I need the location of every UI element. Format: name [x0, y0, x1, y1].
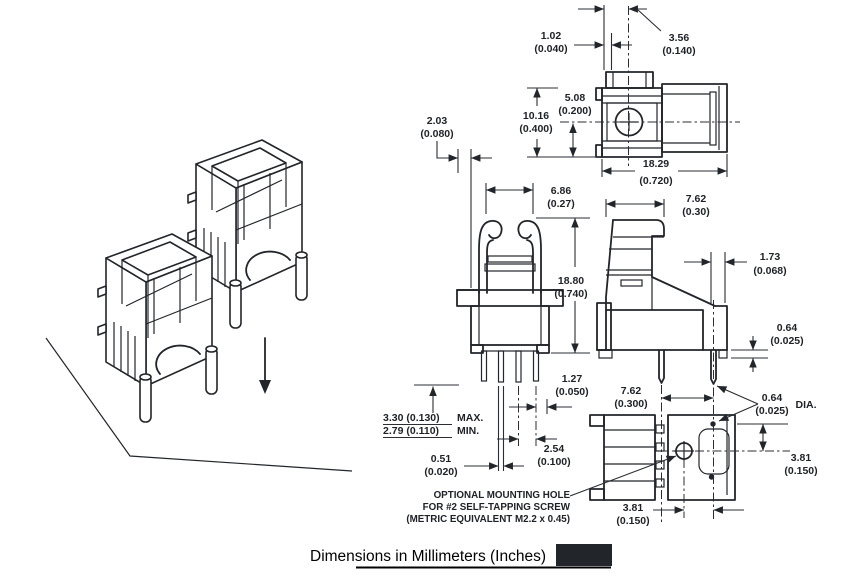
- dim-1-73-mm: 1.73: [760, 251, 781, 263]
- dim-pin-max: 3.30 (0.130): [383, 412, 440, 424]
- dim-0-64-dia-in: (0.025): [755, 405, 788, 417]
- top-view-dimensions: [527, 5, 728, 177]
- insertion-arrow: [259, 337, 271, 394]
- dim-7-62-side-mm: 7.62: [686, 193, 707, 205]
- side-view-outline: [596, 219, 728, 385]
- dim-18-80-in: (0.740): [554, 288, 587, 300]
- dim-0-64-standoff-mm: 0.64: [777, 322, 798, 334]
- front-view-dimensions: [383, 141, 590, 471]
- side-view-dimensions: [605, 199, 768, 522]
- dim-5-08-in: (0.200): [558, 105, 591, 117]
- dim-0-51-mm: 0.51: [431, 453, 452, 465]
- redaction-box: [556, 544, 612, 566]
- board-corner-lines: [45, 337, 353, 472]
- dim-18-29-mm: 18.29: [643, 158, 669, 170]
- mounting-hole-leader: [569, 455, 677, 497]
- dim-pin-min-label: MIN.: [457, 425, 479, 437]
- dim-0-64-dia-mm: 0.64: [762, 392, 783, 404]
- dim-6-86-in: (0.27): [547, 198, 574, 210]
- dim-5-08-mm: 5.08: [565, 92, 586, 104]
- dim-3-56-mm: 3.56: [669, 32, 690, 44]
- dim-7-62-bottom-mm: 7.62: [621, 385, 642, 397]
- dim-7-62-bottom-in: (0.300): [614, 398, 647, 410]
- side-view: 7.62 (0.30) 1.73 (0.068) 0.64 (0.025) 0.…: [596, 193, 817, 522]
- dim-2-54-in: (0.100): [537, 456, 570, 468]
- caption-block: Dimensions in Millimeters (Inches): [310, 544, 612, 569]
- mounting-note-line1: OPTIONAL MOUNTING HOLE: [434, 490, 571, 501]
- isometric-view: [45, 139, 353, 472]
- pin-hole-lower: [708, 474, 715, 480]
- top-view-centerlines: [560, 6, 740, 166]
- mounting-note-line2: FOR #2 SELF-TAPPING SCREW: [423, 502, 571, 513]
- top-view-outline: [595, 71, 728, 158]
- dim-3-81-bottom-mm: 3.81: [623, 502, 644, 514]
- pin-hole-upper: [710, 421, 716, 427]
- dim-7-62-side-in: (0.30): [682, 206, 709, 218]
- dim-3-81-right-mm: 3.81: [791, 452, 812, 464]
- top-view: 1.02 (0.040) 3.56 (0.140) 5.08 (0.200) 1…: [519, 5, 740, 187]
- caption-text: Dimensions in Millimeters (Inches): [310, 548, 546, 565]
- dim-10-16-in: (0.400): [519, 123, 552, 135]
- dim-1-73-in: (0.068): [753, 265, 786, 277]
- dim-0-64-dia-suffix: DIA.: [796, 399, 817, 411]
- dim-1-02-mm: 1.02: [541, 30, 562, 42]
- dim-0-51-in: (0.020): [424, 466, 457, 478]
- dim-3-81-bottom-in: (0.150): [616, 515, 649, 527]
- dim-pin-max-label: MAX.: [457, 412, 483, 424]
- dim-3-56-in: (0.140): [662, 45, 695, 57]
- dim-18-80-mm: 18.80: [558, 275, 584, 287]
- dim-10-16-mm: 10.16: [523, 110, 549, 122]
- dim-2-03-in: (0.080): [420, 128, 453, 140]
- dim-3-81-right-in: (0.150): [784, 465, 817, 477]
- dim-1-02-in: (0.040): [534, 43, 567, 55]
- bottom-view-dimensions: [569, 394, 790, 518]
- front-view: 2.03 (0.080) 6.86 (0.27) 18.80 (0.740) 1…: [383, 115, 590, 478]
- mounting-note-line3: (METRIC EQUIVALENT M2.2 x 0.45): [406, 514, 570, 525]
- dim-18-29-in: (0.720): [639, 175, 672, 187]
- dim-2-54-mm: 2.54: [544, 443, 565, 455]
- dim-6-86-mm: 6.86: [551, 185, 572, 197]
- front-view-outline: [456, 220, 564, 383]
- mounting-note: OPTIONAL MOUNTING HOLE FOR #2 SELF-TAPPI…: [406, 490, 570, 525]
- dim-1-27-mm: 1.27: [562, 373, 583, 385]
- dim-1-27-in: (0.050): [555, 386, 588, 398]
- dim-pin-min: 2.79 (0.110): [383, 425, 439, 437]
- dim-2-03-mm: 2.03: [427, 115, 448, 127]
- bottom-view: 7.62 (0.300) 3.81 (0.150) 3.81 (0.150): [569, 385, 818, 527]
- dim-0-64-standoff-in: (0.025): [770, 335, 803, 347]
